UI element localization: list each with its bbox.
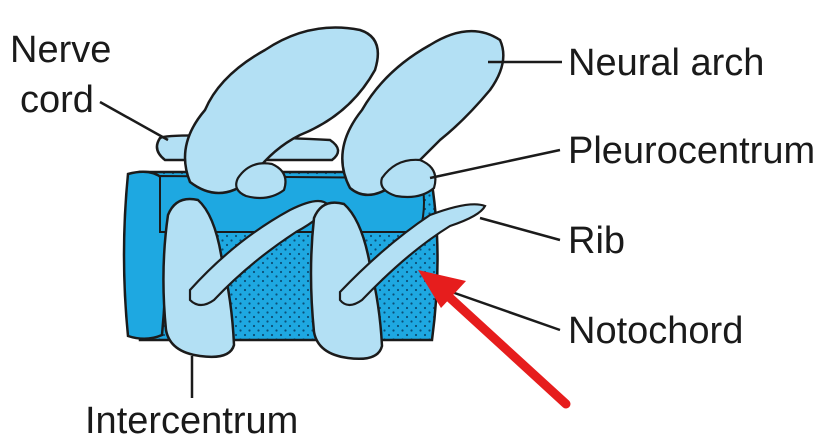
label-pleurocentrum: Pleurocentrum bbox=[568, 130, 815, 172]
label-nerve-line1: Nerve bbox=[10, 29, 111, 71]
nerve-cord-leader bbox=[100, 102, 168, 140]
label-neural-arch: Neural arch bbox=[568, 42, 764, 84]
red-arrow bbox=[418, 270, 566, 404]
label-notochord: Notochord bbox=[568, 310, 743, 352]
rib-leader bbox=[480, 218, 560, 240]
pleurocentrum-leader bbox=[430, 150, 560, 178]
label-intercentrum: Intercentrum bbox=[85, 400, 298, 441]
label-nerve-line2: cord bbox=[20, 79, 94, 121]
label-rib: Rib bbox=[568, 220, 625, 262]
